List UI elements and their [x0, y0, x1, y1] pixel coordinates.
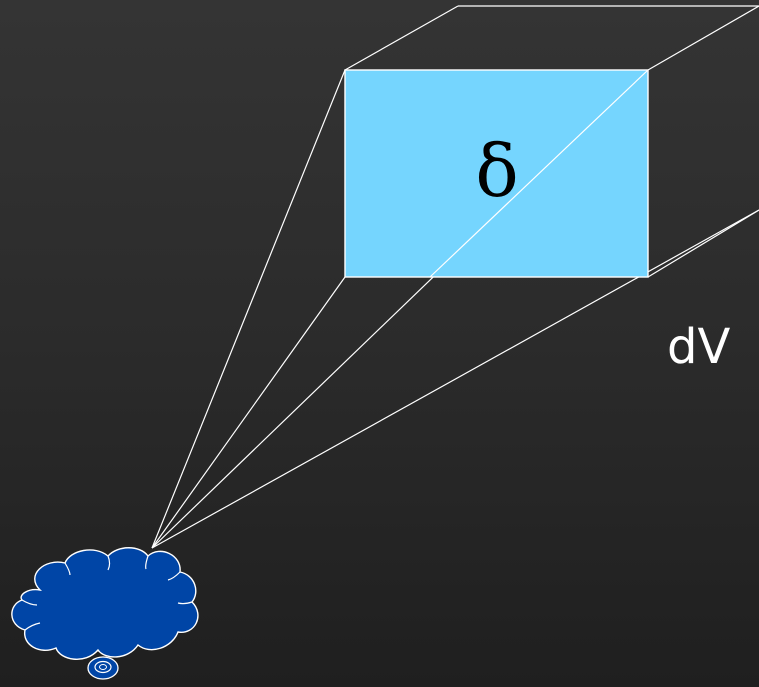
ray-top-left	[151, 69, 346, 549]
edge-top-left-back	[344, 5, 459, 71]
cloud-icon	[11, 547, 199, 660]
ray-through-face	[429, 69, 649, 278]
frustum-rays	[151, 69, 759, 549]
edge-bottom-right-back	[647, 209, 759, 278]
ray-bottom-left	[151, 276, 346, 549]
edge-top-right-back	[647, 5, 759, 71]
front-face	[344, 69, 649, 278]
cloud-tail-icon	[87, 656, 119, 680]
box-back-edges	[344, 5, 759, 71]
ray-far-bottom-right	[151, 209, 759, 549]
delta-symbol: δ	[475, 129, 518, 213]
volume-label: dV	[667, 319, 730, 375]
